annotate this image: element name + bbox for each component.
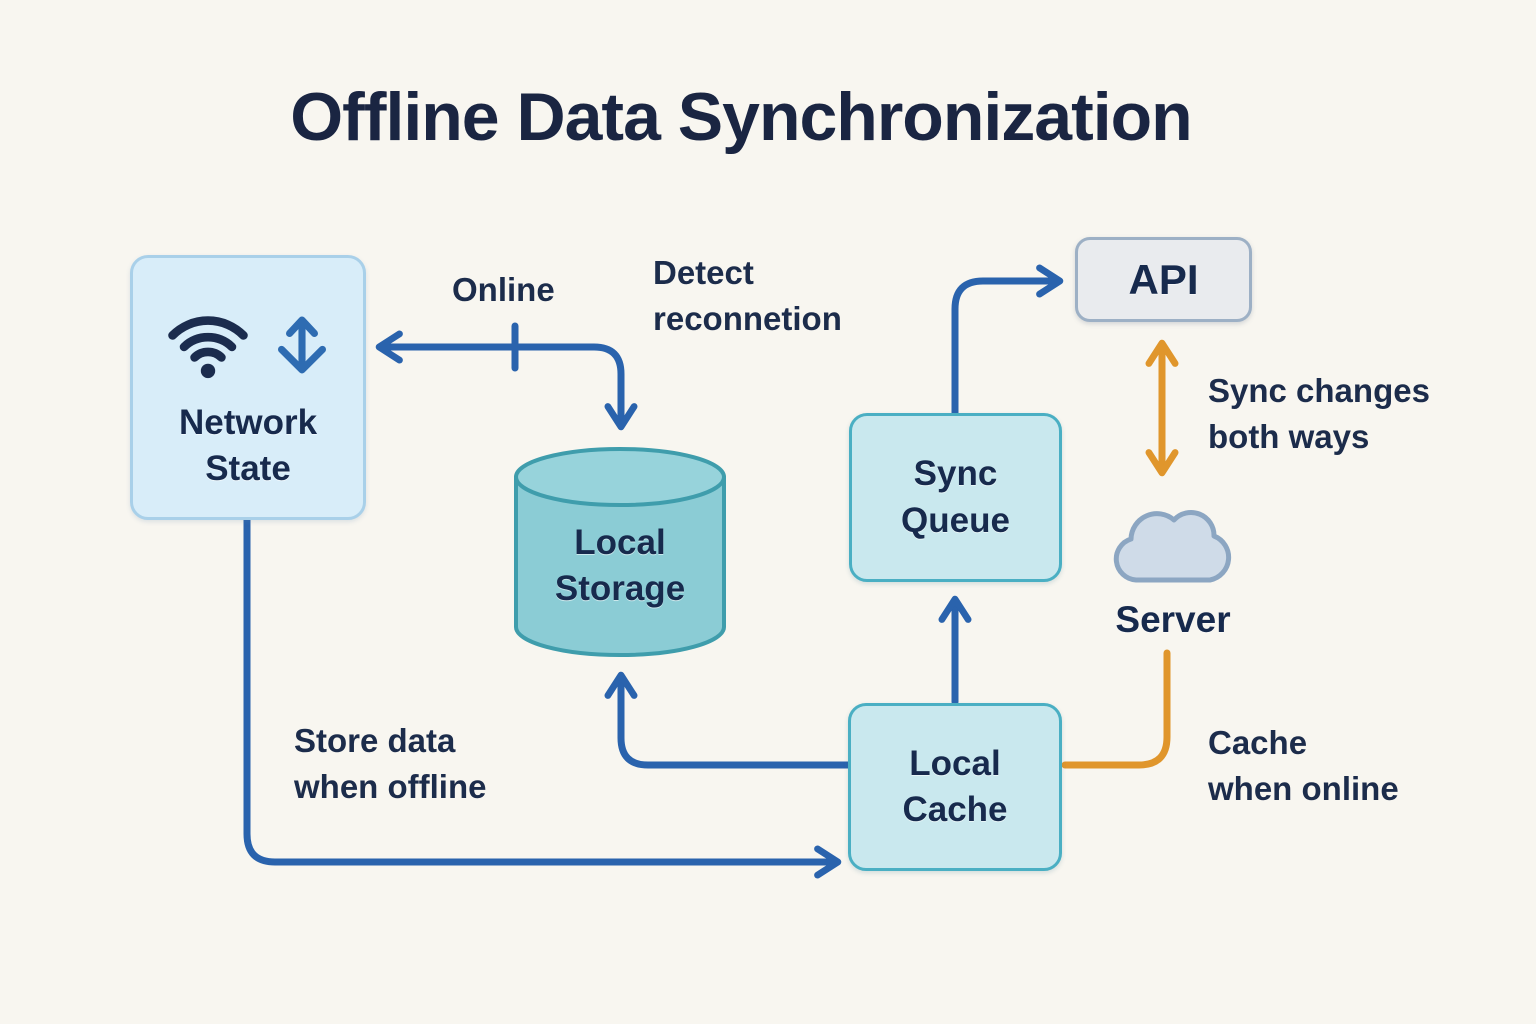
line-server-to-localcache	[1061, 649, 1171, 769]
api-label: API	[1128, 255, 1199, 303]
server-label: Server	[1115, 599, 1231, 640]
up-down-arrows-icon	[278, 316, 326, 374]
database-cylinder-icon	[514, 447, 726, 657]
annotation-store-data-when-offline: Store data when offline	[294, 722, 487, 805]
local-storage-label: Local Storage	[554, 522, 686, 608]
node-api: API	[1075, 237, 1252, 322]
network-state-label: Network State	[178, 403, 318, 489]
arrow-online-to-network-and-storage	[375, 330, 638, 431]
page-title: Offline Data Synchronization	[290, 79, 1192, 155]
local-cache-label: Local Cache	[902, 743, 1008, 829]
node-sync-queue: Sync Queue	[849, 413, 1062, 582]
network-state-icons	[162, 304, 334, 386]
node-local-storage: Local Storage	[512, 445, 728, 659]
arrow-localcache-to-storage	[604, 671, 853, 769]
node-local-cache: Local Cache	[848, 703, 1062, 871]
annotation-detect-reconnection: Detect reconnetion	[653, 254, 842, 337]
wifi-icon	[168, 316, 248, 379]
arrow-networkstate-to-localcache	[243, 515, 842, 879]
annotation-cache-when-online: Cache when online	[1208, 724, 1399, 807]
node-network-state: Network State	[130, 255, 366, 520]
cloud-icon	[1113, 510, 1232, 583]
node-server: Server	[1103, 496, 1243, 646]
annotation-online: Online	[452, 271, 555, 308]
sync-queue-label: Sync Queue	[901, 454, 1010, 540]
arrow-syncqueue-to-api	[951, 264, 1064, 418]
annotation-sync-changes-both-ways: Sync changes both ways	[1208, 372, 1430, 455]
